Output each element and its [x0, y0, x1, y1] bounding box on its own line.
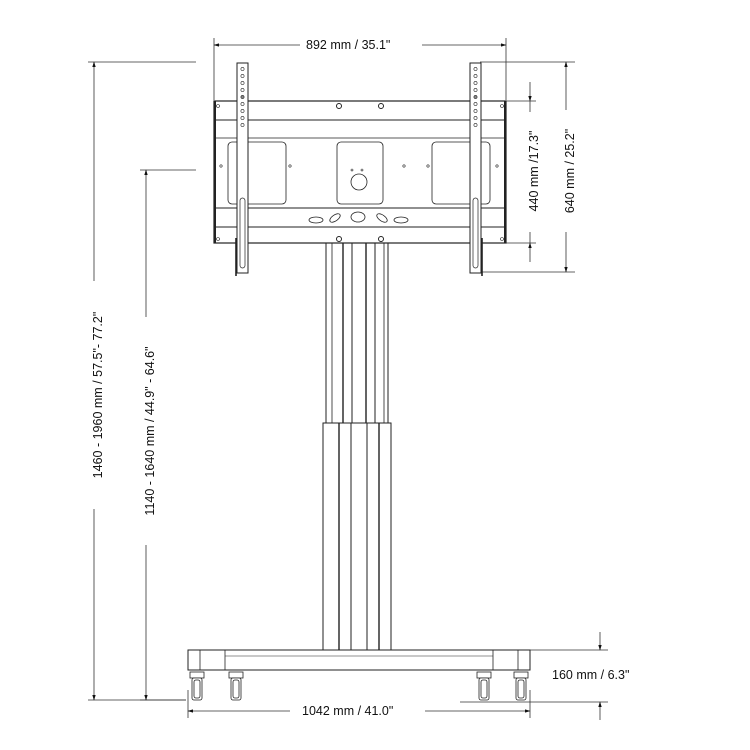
base-height-label: 160 mm / 6.3"	[548, 668, 634, 682]
caster-4	[513, 671, 529, 701]
center-height-label: 1140 - 1640 mm / 44.9" - 64.6"	[143, 317, 157, 545]
mounting-rails	[235, 62, 483, 276]
right-rail	[469, 62, 483, 276]
caster-1	[189, 671, 205, 701]
vesa-mount-plate	[213, 100, 507, 244]
casters	[189, 671, 529, 701]
caster-2	[228, 671, 244, 701]
telescopic-column	[322, 242, 392, 652]
mount-height-label: 640 mm / 25.2"	[563, 119, 577, 223]
total-height-label: 1460 - 1960 mm / 57.5"- 77.2"	[91, 281, 105, 509]
left-rail	[235, 62, 249, 276]
mount-width-label: 892 mm / 35.1"	[302, 38, 395, 52]
inner-height-label: 440 mm /17.3"	[527, 121, 541, 221]
dimension-lines	[88, 38, 608, 720]
base-frame	[187, 649, 531, 671]
base-width-label: 1042 mm / 41.0"	[298, 704, 398, 718]
caster-3	[476, 671, 492, 701]
